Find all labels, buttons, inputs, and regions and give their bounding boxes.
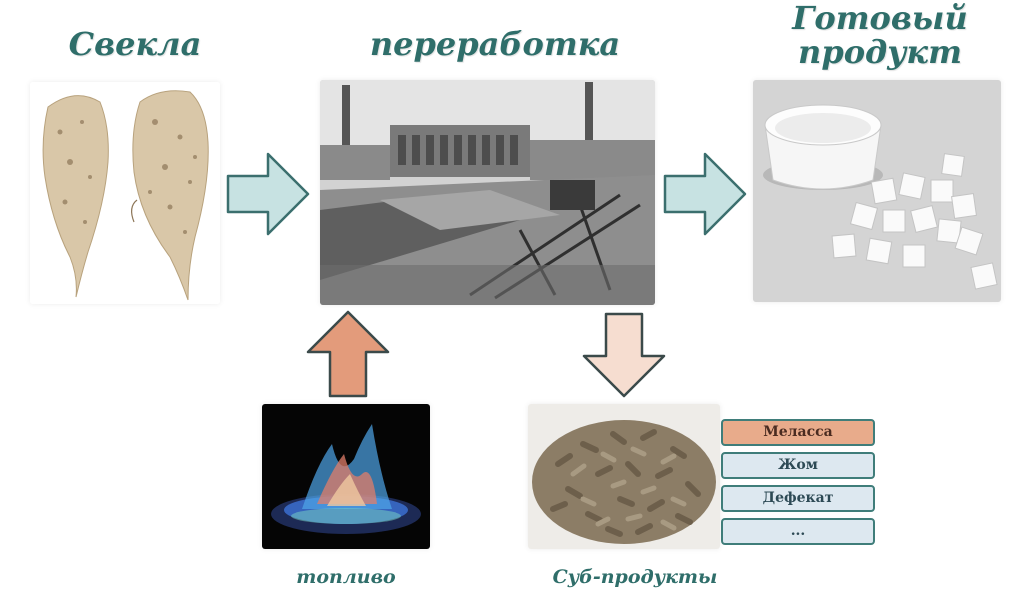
product-heading-line2: продукт <box>798 32 962 71</box>
arrow-right-icon <box>663 152 747 236</box>
arrow-processing-to-byproducts <box>582 312 666 398</box>
byproduct-photo <box>528 404 720 549</box>
sugar-beet-image <box>30 82 220 304</box>
beet-heading: Свекла <box>68 25 202 63</box>
fuel-caption: топливо <box>296 566 396 588</box>
byproduct-item-molasses: Меласса <box>721 419 875 446</box>
arrow-beet-to-processing <box>226 152 310 236</box>
arrow-up-icon <box>306 310 390 398</box>
product-heading-line1: Готовый <box>792 0 968 37</box>
arrow-fuel-to-processing <box>306 310 390 398</box>
sugar-factory-image <box>320 80 655 305</box>
byproduct-list: Меласса Жом Дефекат ... <box>721 419 875 551</box>
feed-pellets-image <box>528 404 720 549</box>
arrow-down-icon <box>582 312 666 398</box>
gas-flame-image <box>262 404 430 549</box>
arrow-processing-to-product <box>663 152 747 236</box>
arrow-right-icon <box>226 152 310 236</box>
product-heading: Готовый продукт <box>760 0 1000 71</box>
fuel-photo <box>262 404 430 549</box>
sugar-bowl-cubes-image <box>753 80 1001 302</box>
byproduct-item-pulp: Жом <box>721 452 875 479</box>
byproduct-item-defecate: Дефекат <box>721 485 875 512</box>
product-photo <box>753 80 1001 302</box>
byproducts-caption: Суб-продукты <box>552 566 718 588</box>
beet-photo <box>30 82 220 304</box>
processing-heading: переработка <box>369 25 621 63</box>
factory-photo <box>320 80 655 305</box>
byproduct-item-more: ... <box>721 518 875 545</box>
